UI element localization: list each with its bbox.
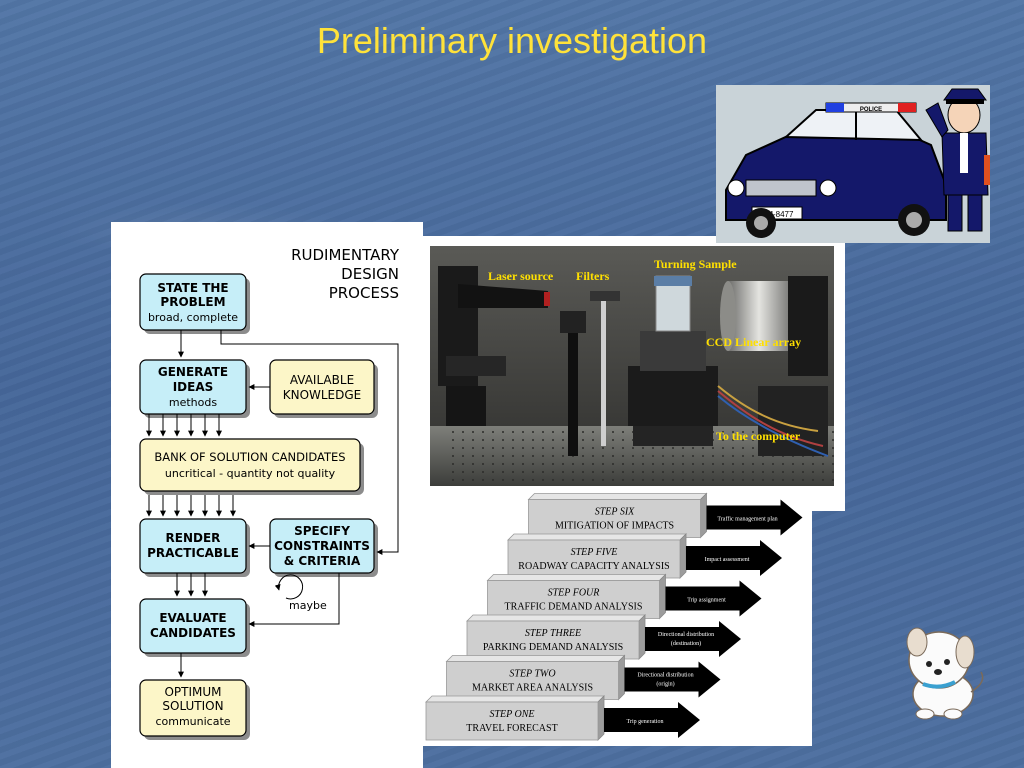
box-text: STATE THE bbox=[157, 281, 228, 295]
step-output-label: Impact assessment bbox=[705, 557, 750, 563]
step-box-side bbox=[618, 654, 625, 701]
lab-apparatus-photo: Laser source Filters Turning Sample CCD … bbox=[418, 236, 845, 511]
ccd-array-label: CCD Linear array bbox=[706, 335, 801, 349]
step-output-label: Traffic management plan bbox=[717, 516, 777, 523]
step-box-side bbox=[597, 695, 605, 741]
license-plate: DM-8477 bbox=[761, 210, 794, 219]
step-box-side bbox=[659, 573, 666, 620]
box-text: RENDER bbox=[166, 531, 221, 545]
step-number: STEP SIX bbox=[595, 507, 635, 518]
step-row: STEP SIX MITIGATION OF IMPACTS Traffic man… bbox=[527, 492, 803, 539]
box-text: EVALUATE bbox=[159, 611, 226, 625]
to-computer-label: To the computer bbox=[716, 429, 801, 443]
step-box-top bbox=[486, 574, 667, 581]
filters-label: Filters bbox=[576, 269, 610, 283]
design-process-flowchart: RUDIMENTARY DESIGN PROCESS STATE THE PRO… bbox=[111, 222, 423, 768]
step-output-label: Trip assignment bbox=[687, 598, 726, 604]
box-specify-constraints: SPECIFY CONSTRAINTS & CRITERIA bbox=[269, 518, 378, 577]
step-box-top bbox=[527, 493, 708, 500]
step-output-label: Directional distribution bbox=[637, 673, 693, 679]
step-output-arrow bbox=[645, 621, 741, 657]
box-text: IDEAS bbox=[173, 380, 214, 394]
box-evaluate-candidates: EVALUATE CANDIDATES bbox=[139, 598, 250, 657]
heading-line: PROCESS bbox=[329, 284, 399, 302]
puppy-clipart bbox=[903, 622, 991, 725]
box-subtext: methods bbox=[169, 396, 217, 409]
step-output-arrow bbox=[665, 580, 762, 617]
box-text: GENERATE bbox=[158, 365, 228, 379]
box-text: AVAILABLE bbox=[290, 373, 354, 387]
step-number: STEP TWO bbox=[509, 669, 555, 680]
box-text: SOLUTION bbox=[162, 699, 223, 713]
police-light-label: POLICE bbox=[860, 107, 882, 113]
step-output-label: Trip generation bbox=[627, 719, 664, 725]
box-text: OPTIMUM bbox=[164, 685, 221, 699]
slide-title: Preliminary investigation bbox=[316, 20, 708, 61]
heading-line: DESIGN bbox=[341, 265, 399, 283]
turning-sample-label: Turning Sample bbox=[654, 257, 737, 271]
step-box-side bbox=[638, 614, 646, 660]
box-generate-ideas: GENERATE IDEAS methods bbox=[139, 359, 250, 418]
step-box bbox=[528, 499, 701, 538]
step-box-top bbox=[445, 655, 626, 662]
step-name: ROADWAY CAPACITY ANALYSIS bbox=[518, 561, 669, 572]
flowchart-heading: RUDIMENTARY DESIGN PROCESS bbox=[291, 246, 400, 302]
step-box-top bbox=[507, 533, 687, 541]
step-output-label: Directional distribution bbox=[658, 632, 714, 638]
step-output-arrow bbox=[604, 702, 700, 738]
step-name: MITIGATION OF IMPACTS bbox=[555, 521, 674, 532]
step-row: STEP FIVE ROADWAY CAPACITY ANALYSIS Impact… bbox=[507, 533, 782, 579]
step-number: STEP ONE bbox=[489, 709, 534, 720]
box-text: SPECIFY bbox=[294, 524, 350, 538]
box-text: BANK OF SOLUTION CANDIDATES bbox=[154, 450, 345, 464]
box-text: PRACTICABLE bbox=[147, 546, 239, 560]
step-row: STEP ONE TRAVEL FORECAST Trip generation bbox=[425, 695, 700, 741]
step-row: STEP THREE PARKING DEMAND ANALYSIS Directi… bbox=[466, 614, 741, 660]
step-number: STEP FIVE bbox=[571, 547, 618, 558]
police-car-clipart: POLICE DM-8477 bbox=[716, 85, 990, 243]
flowchart-connectors bbox=[146, 330, 399, 678]
step-row: STEP FOUR TRAFFIC DEMAND ANALYSIS Trip ass… bbox=[486, 573, 762, 620]
step-box-top bbox=[466, 614, 646, 622]
traffic-study-steps-diagram: STEP SIX MITIGATION OF IMPACTS Traffic man… bbox=[422, 492, 812, 746]
box-subtext: broad, complete bbox=[148, 311, 238, 324]
step-number: STEP THREE bbox=[525, 628, 581, 639]
step-box bbox=[466, 620, 640, 660]
step-output-arrow bbox=[624, 661, 721, 698]
box-text: CANDIDATES bbox=[150, 626, 236, 640]
box-text: PROBLEM bbox=[160, 295, 225, 309]
step-output-arrow bbox=[706, 499, 803, 536]
step-name: MARKET AREA ANALYSIS bbox=[472, 683, 593, 694]
step-output-label: (destination) bbox=[671, 640, 701, 647]
box-available-knowledge: AVAILABLE KNOWLEDGE bbox=[269, 359, 378, 418]
step-output-label: (origin) bbox=[656, 681, 674, 688]
step-name: TRAVEL FORECAST bbox=[466, 723, 557, 734]
box-subtext: communicate bbox=[155, 715, 230, 728]
box-bank-of-solution-candidates: BANK OF SOLUTION CANDIDATES uncritical -… bbox=[139, 438, 364, 495]
box-text: & CRITERIA bbox=[284, 554, 361, 568]
step-box bbox=[425, 701, 599, 741]
box-text: CONSTRAINTS bbox=[274, 539, 370, 553]
laser-source-label: Laser source bbox=[488, 269, 554, 283]
step-number: STEP FOUR bbox=[548, 588, 600, 599]
step-box bbox=[487, 580, 660, 619]
step-box-top bbox=[425, 695, 605, 703]
step-row: STEP TWO MARKET AREA ANALYSIS Directional … bbox=[445, 654, 721, 701]
step-name: TRAFFIC DEMAND ANALYSIS bbox=[505, 602, 643, 613]
step-box bbox=[446, 661, 619, 700]
step-name: PARKING DEMAND ANALYSIS bbox=[483, 642, 623, 653]
maybe-label: maybe bbox=[289, 599, 327, 612]
box-render-practicable: RENDER PRACTICABLE bbox=[139, 518, 250, 577]
box-subtext: uncritical - quantity not quality bbox=[165, 467, 336, 480]
box-optimum-solution: OPTIMUM SOLUTION communicate bbox=[139, 679, 250, 740]
step-box-side bbox=[679, 533, 687, 579]
box-text: KNOWLEDGE bbox=[283, 388, 362, 402]
heading-line: RUDIMENTARY bbox=[291, 246, 400, 264]
step-output-arrow bbox=[686, 540, 782, 576]
step-box bbox=[507, 539, 681, 579]
step-box-side bbox=[700, 492, 707, 539]
box-state-problem: STATE THE PROBLEM broad, complete bbox=[139, 273, 250, 334]
